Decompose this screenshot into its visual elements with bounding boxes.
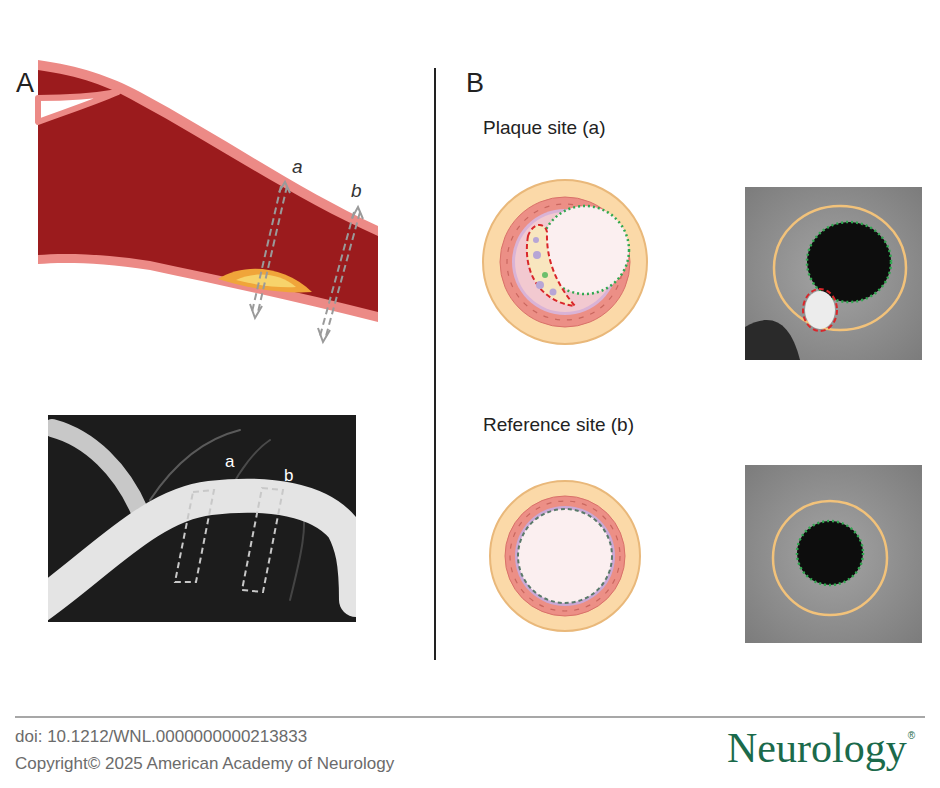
lumen xyxy=(797,521,863,585)
cut-line-b xyxy=(326,212,360,336)
registered-mark: ® xyxy=(908,730,915,742)
lumen xyxy=(518,509,612,603)
arrow-head xyxy=(250,304,262,318)
panel-divider xyxy=(434,68,436,660)
mri-ground xyxy=(745,465,922,643)
foam-cell xyxy=(536,281,544,289)
plaque-contour xyxy=(803,289,837,331)
foam-cell xyxy=(533,251,541,259)
journal-logo: Neurology xyxy=(727,724,907,772)
plaque-mri xyxy=(740,187,922,370)
adjacent-vessel xyxy=(745,320,800,360)
cut-outline-b xyxy=(242,488,283,592)
cut-label: b xyxy=(351,180,362,202)
arrow-head xyxy=(318,328,330,342)
reference-mri xyxy=(745,465,922,643)
foam-cell xyxy=(550,289,557,296)
artery-illustration xyxy=(38,60,378,322)
footer-rule xyxy=(15,716,925,718)
adventitia xyxy=(490,481,640,631)
outer-wall-contour xyxy=(773,501,887,615)
cut-label: b xyxy=(284,466,293,486)
plaque-cross-section xyxy=(483,180,647,344)
bifurcation-gap xyxy=(38,92,118,122)
panel-letter: B xyxy=(466,68,484,99)
cut-line-b xyxy=(320,212,354,336)
elastic-lamina xyxy=(515,506,615,606)
vessel-lumen xyxy=(38,70,378,312)
reference-cross-section xyxy=(490,481,640,631)
cut-label: a xyxy=(225,452,234,472)
foam-cell xyxy=(533,237,539,243)
cut-label: a xyxy=(292,156,303,178)
cut-lines xyxy=(250,182,363,342)
arrow-head xyxy=(279,182,290,193)
vessel-wall xyxy=(38,60,378,322)
plaque xyxy=(218,269,312,293)
lumen-contour xyxy=(797,521,863,585)
outer-wall-contour xyxy=(774,206,906,330)
main-vessel xyxy=(48,496,356,612)
site-heading: Plaque site (a) xyxy=(483,117,606,139)
copyright-note: Copyright© 2025 American Academy of Neur… xyxy=(15,754,394,774)
media-fibres xyxy=(510,501,620,611)
angiogram xyxy=(30,415,356,622)
panel-letter: A xyxy=(16,68,34,99)
foam-cell xyxy=(542,272,548,278)
site-heading: Reference site (b) xyxy=(483,414,634,436)
plaque-signal xyxy=(805,291,835,329)
adventitia xyxy=(483,180,647,344)
media xyxy=(505,496,625,616)
arrow-head xyxy=(352,207,363,219)
cut-line-a xyxy=(258,186,287,312)
media xyxy=(500,197,630,327)
cut-line-a xyxy=(252,186,281,312)
branch-vessel xyxy=(52,428,140,512)
doi-note: doi: 10.1212/WNL.0000000000213833 xyxy=(15,727,307,747)
plaque-core xyxy=(527,225,575,306)
cut-outline-a xyxy=(175,490,214,582)
